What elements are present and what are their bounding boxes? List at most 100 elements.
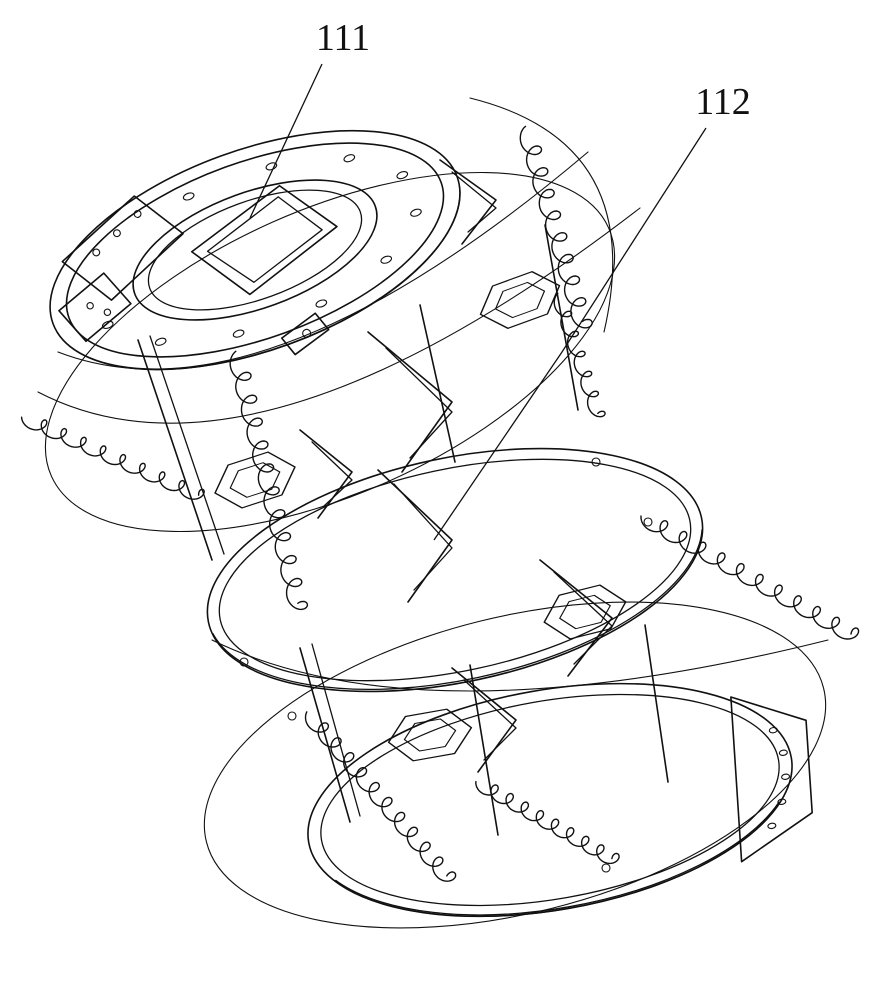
- bracket-hole: [103, 308, 112, 316]
- bracket-hole: [92, 248, 101, 257]
- flange-hole: [781, 773, 791, 780]
- strut: [149, 335, 225, 555]
- strut: [299, 647, 351, 823]
- hex-socket: [479, 271, 561, 329]
- chevron-inner: [463, 679, 517, 761]
- hex-socket: [214, 451, 296, 509]
- eyelet-hole: [601, 863, 611, 873]
- flange-hole: [768, 726, 778, 734]
- outer-hoops: [37, 97, 829, 929]
- middle-ring-thickness: [212, 529, 703, 691]
- chevron-inner: [451, 171, 497, 233]
- bolt-hole: [315, 299, 328, 308]
- strut: [419, 304, 456, 463]
- top-opening-outer: [132, 179, 378, 321]
- strut: [137, 339, 213, 561]
- flange-hole: [778, 749, 788, 756]
- eyelet-hole: [302, 328, 312, 338]
- coil-spring: [640, 515, 860, 640]
- top-flange-assembly: [49, 129, 461, 371]
- eyelet-hole: [591, 457, 601, 467]
- strut: [469, 664, 499, 836]
- bracket-hole: [133, 210, 142, 218]
- middle-ring-outer: [206, 447, 704, 693]
- socket-inner: [206, 196, 323, 283]
- bolt-hole: [380, 255, 393, 264]
- chevron-inner: [385, 347, 453, 459]
- hex-socket: [387, 708, 473, 762]
- cable-arc: [211, 639, 829, 692]
- bracket-plate: [58, 272, 132, 343]
- hex-outer: [214, 451, 296, 509]
- bolt-hole: [101, 320, 114, 329]
- hex-socket: [543, 584, 627, 640]
- coil-spring: [475, 780, 620, 865]
- socket-outline: [190, 184, 338, 296]
- top-flange-tab: [280, 312, 330, 356]
- eyelet-hole: [239, 657, 249, 667]
- top-flange-thickness: [56, 185, 461, 371]
- coil-spring: [519, 125, 593, 329]
- hex-inner: [403, 718, 457, 752]
- bolt-hole: [154, 337, 167, 346]
- leader-line-112: [433, 127, 707, 541]
- bottom-ring-skirt: [335, 801, 780, 916]
- lower-hoop: [203, 601, 827, 929]
- bracket-hole: [112, 229, 121, 238]
- bracket-plate: [61, 195, 184, 301]
- coil-spring: [20, 416, 205, 500]
- flange-hole: [777, 798, 787, 805]
- leader-line-111: [249, 63, 323, 219]
- chevron-inner: [393, 483, 453, 591]
- flange-plate: [730, 696, 813, 863]
- chevron-outer: [299, 429, 353, 519]
- cable-arc: [37, 207, 641, 424]
- eyelet-hole: [287, 711, 297, 721]
- top-bracket-plates: [58, 195, 184, 343]
- bottom-ring-outer: [307, 682, 793, 918]
- flange-hole: [767, 822, 777, 830]
- chevron-cutouts: [299, 159, 613, 773]
- cable-arc: [469, 97, 614, 333]
- top-flange-inner-rim: [65, 142, 445, 358]
- chevron-inner: [311, 441, 353, 507]
- hex-inner: [559, 594, 611, 630]
- middle-ring-assembly: [206, 447, 704, 693]
- coil-spring: [304, 711, 457, 882]
- chevron-outer: [451, 667, 517, 773]
- top-flange-outer-rim: [49, 129, 461, 371]
- hex-outer: [387, 708, 473, 762]
- middle-ring-inner: [218, 458, 692, 682]
- bottom-flange-assembly: [307, 682, 813, 918]
- bottom-ring-inner: [320, 693, 780, 907]
- hex-outer: [479, 271, 561, 329]
- hex-inner: [494, 281, 546, 319]
- upper-hoop: [44, 171, 616, 533]
- strut: [644, 624, 669, 783]
- bolt-hole: [343, 154, 356, 163]
- hex-sockets: [214, 271, 627, 762]
- bolt-hole: [410, 208, 422, 217]
- chevron-outer: [439, 159, 497, 245]
- spring-eyelets: [239, 457, 653, 873]
- top-flange-bolt-holes: [101, 154, 422, 346]
- coil-springs: [20, 125, 860, 882]
- bottom-right-flange: [730, 696, 813, 863]
- coil-spring: [553, 292, 606, 418]
- top-opening-inner: [147, 189, 363, 311]
- chevron-outer: [539, 559, 613, 677]
- bolt-hole: [232, 329, 245, 338]
- bolt-hole: [396, 171, 409, 180]
- hex-outer: [543, 584, 627, 640]
- bottom-ring-thickness: [312, 770, 793, 917]
- chevron-outer: [367, 331, 453, 473]
- top-central-socket: [190, 184, 338, 296]
- cable-arc: [57, 151, 589, 370]
- tab-plate: [280, 312, 330, 356]
- bolt-hole: [182, 192, 195, 201]
- bracket-hole: [86, 302, 94, 310]
- hex-inner: [229, 462, 281, 498]
- annotations: 111 112: [249, 17, 751, 541]
